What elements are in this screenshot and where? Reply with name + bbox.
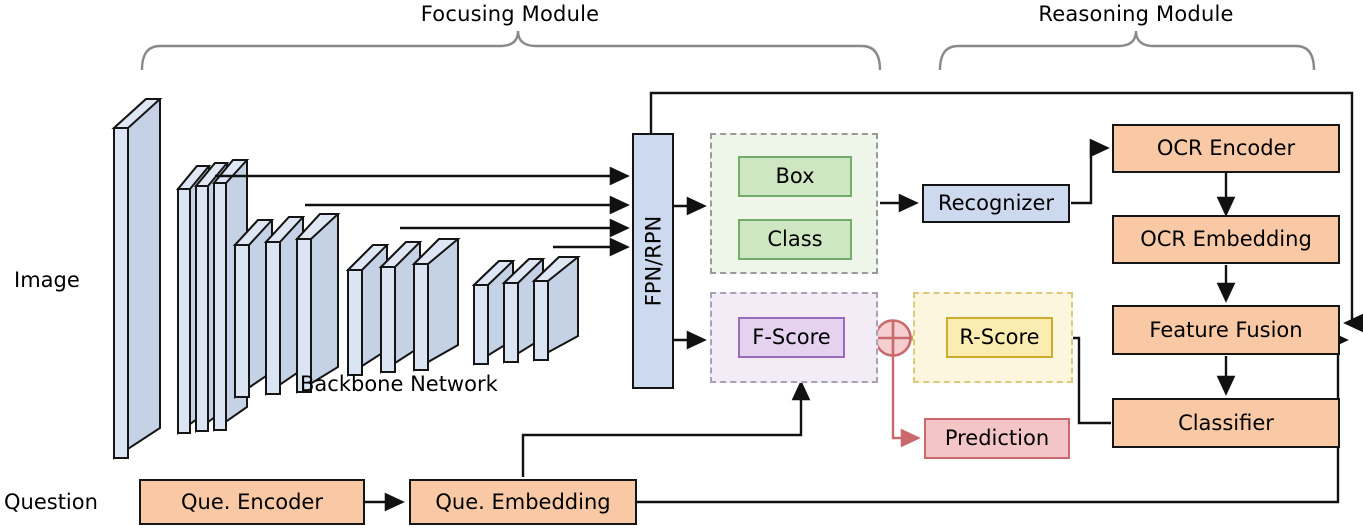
box-head: Box	[738, 156, 852, 197]
input-label-question: Question	[4, 490, 98, 514]
module-title-reasoning: Reasoning Module	[1038, 2, 1234, 26]
classifier-box: Classifier	[1112, 398, 1340, 448]
sum-node-shape	[874, 319, 912, 357]
module-title-focusing: Focusing Module	[420, 2, 600, 26]
backbone-network-label: Backbone Network	[300, 372, 498, 396]
wire-sum-to-prediction	[891, 356, 921, 448]
question-encoder-box: Que. Encoder	[139, 479, 365, 525]
question-embedding-box: Que. Embedding	[409, 479, 637, 525]
fpn-rpn-block: FPN/RPN	[632, 133, 674, 389]
recognizer-box: Recognizer	[922, 184, 1070, 223]
sum-node: ⊕	[884, 328, 904, 348]
class-head: Class	[738, 219, 852, 260]
r-score-box: R-Score	[946, 317, 1053, 358]
input-label-image: Image	[14, 268, 80, 292]
brace-reasoning	[938, 30, 1316, 71]
backbone-slabs	[111, 98, 581, 460]
ocr-embedding-box: OCR Embedding	[1112, 215, 1340, 264]
prediction-box: Prediction	[924, 418, 1070, 459]
f-score-box: F-Score	[738, 317, 845, 358]
brace-focusing	[140, 30, 882, 71]
feature-fusion-box: Feature Fusion	[1112, 305, 1340, 355]
ocr-encoder-box: OCR Encoder	[1112, 124, 1340, 173]
fpn-rpn-label: FPN/RPN	[641, 215, 665, 307]
